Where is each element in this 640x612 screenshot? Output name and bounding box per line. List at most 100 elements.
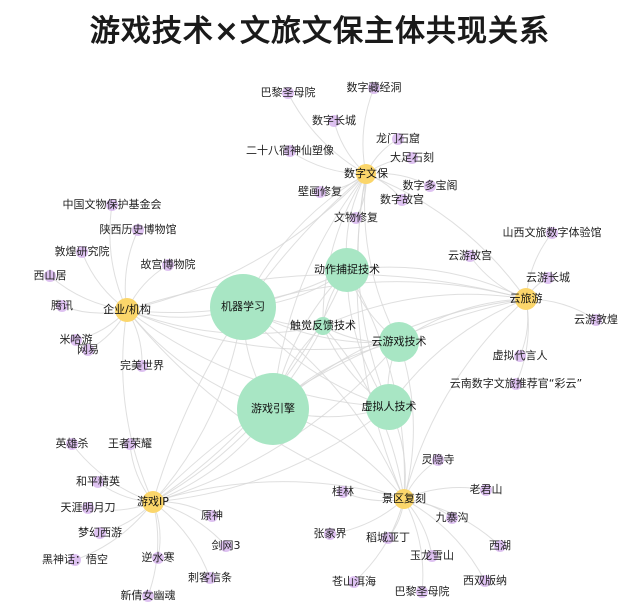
leaf-node[interactable] <box>82 502 94 514</box>
tech-node[interactable] <box>366 384 412 430</box>
leaf-node-label: 云游敦煌 <box>574 312 618 326</box>
leaf-node-label: 王者荣耀 <box>108 437 152 450</box>
leaf-node[interactable] <box>70 334 82 346</box>
leaf-node[interactable] <box>44 270 56 282</box>
graph-edge <box>353 498 405 583</box>
leaf-node[interactable] <box>479 575 491 587</box>
leaf-node[interactable] <box>282 87 294 99</box>
leaf-node[interactable] <box>69 554 81 566</box>
leaf-node[interactable] <box>396 194 408 206</box>
leaf-node-label: 大足石刻 <box>390 150 434 164</box>
leaf-node[interactable] <box>328 115 340 127</box>
leaf-node-label: 原神 <box>201 508 223 522</box>
leaf-node-label: 数字故宫 <box>380 192 424 206</box>
hub-node[interactable] <box>356 164 376 184</box>
tech-node-label: 游戏引擎 <box>251 401 295 415</box>
graph-edge <box>109 204 128 311</box>
leaf-node[interactable] <box>494 540 506 552</box>
leaf-node[interactable] <box>314 186 326 198</box>
leaf-node-label: 数字长城 <box>312 113 356 127</box>
leaf-node-label: 梦幻西游 <box>78 526 122 539</box>
graph-edge <box>515 298 529 385</box>
graph-edge <box>126 309 400 351</box>
leaf-node[interactable] <box>350 212 362 224</box>
leaf-node[interactable] <box>152 552 164 564</box>
leaf-node[interactable] <box>368 82 380 94</box>
graph-edge <box>364 173 400 343</box>
leaf-node-label: 网易 <box>77 343 99 356</box>
leaf-node[interactable] <box>82 344 94 356</box>
hub-node-label: 景区复刻 <box>382 491 426 505</box>
leaf-node[interactable] <box>546 227 558 239</box>
leaf-node[interactable] <box>136 360 148 372</box>
leaf-node[interactable] <box>162 259 174 271</box>
leaf-node[interactable] <box>426 550 438 562</box>
leaf-node[interactable] <box>446 512 458 524</box>
graph-edge <box>346 269 405 500</box>
leaf-node[interactable] <box>220 540 232 552</box>
leaf-node-label: 新倩女幽魂 <box>121 588 176 602</box>
graph-edge <box>287 92 367 175</box>
leaf-node[interactable] <box>590 314 602 326</box>
graph-edge <box>122 309 154 503</box>
hub-node[interactable] <box>115 298 139 322</box>
leaf-node[interactable] <box>514 350 526 362</box>
leaf-node[interactable] <box>392 133 404 145</box>
leaf-node[interactable] <box>416 586 428 598</box>
leaf-node-label: 张家界 <box>314 526 347 540</box>
graph-edge <box>365 173 527 300</box>
leaf-node[interactable] <box>76 246 88 258</box>
hub-node[interactable] <box>394 489 414 509</box>
leaf-node[interactable] <box>542 272 554 284</box>
tech-node[interactable] <box>314 317 332 335</box>
leaf-node-label: 数字多宝阁 <box>403 178 458 192</box>
hub-node-label: 数字文保 <box>344 166 388 180</box>
leaf-node-label: 云南数字文旅推荐官“彩云” <box>450 376 582 390</box>
leaf-node[interactable] <box>132 224 144 236</box>
hub-node[interactable] <box>142 491 164 513</box>
leaf-node[interactable] <box>337 486 349 498</box>
leaf-node[interactable] <box>56 300 68 312</box>
graph-edge <box>147 501 159 597</box>
tech-node-label: 虚拟人技术 <box>362 399 417 413</box>
leaf-node-label: 巴黎圣母院 <box>261 85 316 99</box>
leaf-node[interactable] <box>510 378 522 390</box>
hub-node-label: 游戏IP <box>137 495 169 508</box>
leaf-node[interactable] <box>92 476 104 488</box>
leaf-node[interactable] <box>382 532 394 544</box>
leaf-node-label: 腾讯 <box>51 298 73 312</box>
leaf-node[interactable] <box>142 590 154 602</box>
leaf-node[interactable] <box>406 152 418 164</box>
tech-node[interactable] <box>210 274 276 340</box>
graph-edge <box>126 173 367 311</box>
hub-node[interactable] <box>515 288 537 310</box>
leaf-node[interactable] <box>284 145 296 157</box>
tech-node[interactable] <box>379 322 419 362</box>
leaf-node[interactable] <box>106 199 118 211</box>
leaf-node[interactable] <box>66 438 78 450</box>
leaf-node[interactable] <box>324 528 336 540</box>
leaf-node-label: 稻城亚丁 <box>366 531 410 544</box>
leaf-node[interactable] <box>206 510 218 522</box>
leaf-node-label: 黑神话：悟空 <box>42 552 108 566</box>
leaf-node[interactable] <box>464 250 476 262</box>
tech-node-label: 云游戏技术 <box>372 335 427 348</box>
graph-edge <box>403 298 527 500</box>
tech-node-label: 机器学习 <box>221 299 265 313</box>
tech-node[interactable] <box>237 373 309 445</box>
leaf-node-label: 刺客信条 <box>188 570 232 584</box>
leaf-node[interactable] <box>480 484 492 496</box>
leaf-node[interactable] <box>432 454 444 466</box>
leaf-node[interactable] <box>94 527 106 539</box>
tech-node[interactable] <box>325 248 369 292</box>
leaf-node[interactable] <box>204 572 216 584</box>
leaf-node[interactable] <box>348 576 360 588</box>
graph-edge <box>152 298 527 503</box>
leaf-node[interactable] <box>124 438 136 450</box>
leaf-node[interactable] <box>424 180 436 192</box>
leaf-node-label: 玉龙雪山 <box>410 549 454 562</box>
leaf-node-label: 壁画修复 <box>298 184 342 198</box>
leaf-node-label: 西山居 <box>34 269 67 282</box>
hub-node-label: 企业/机构 <box>103 302 151 316</box>
